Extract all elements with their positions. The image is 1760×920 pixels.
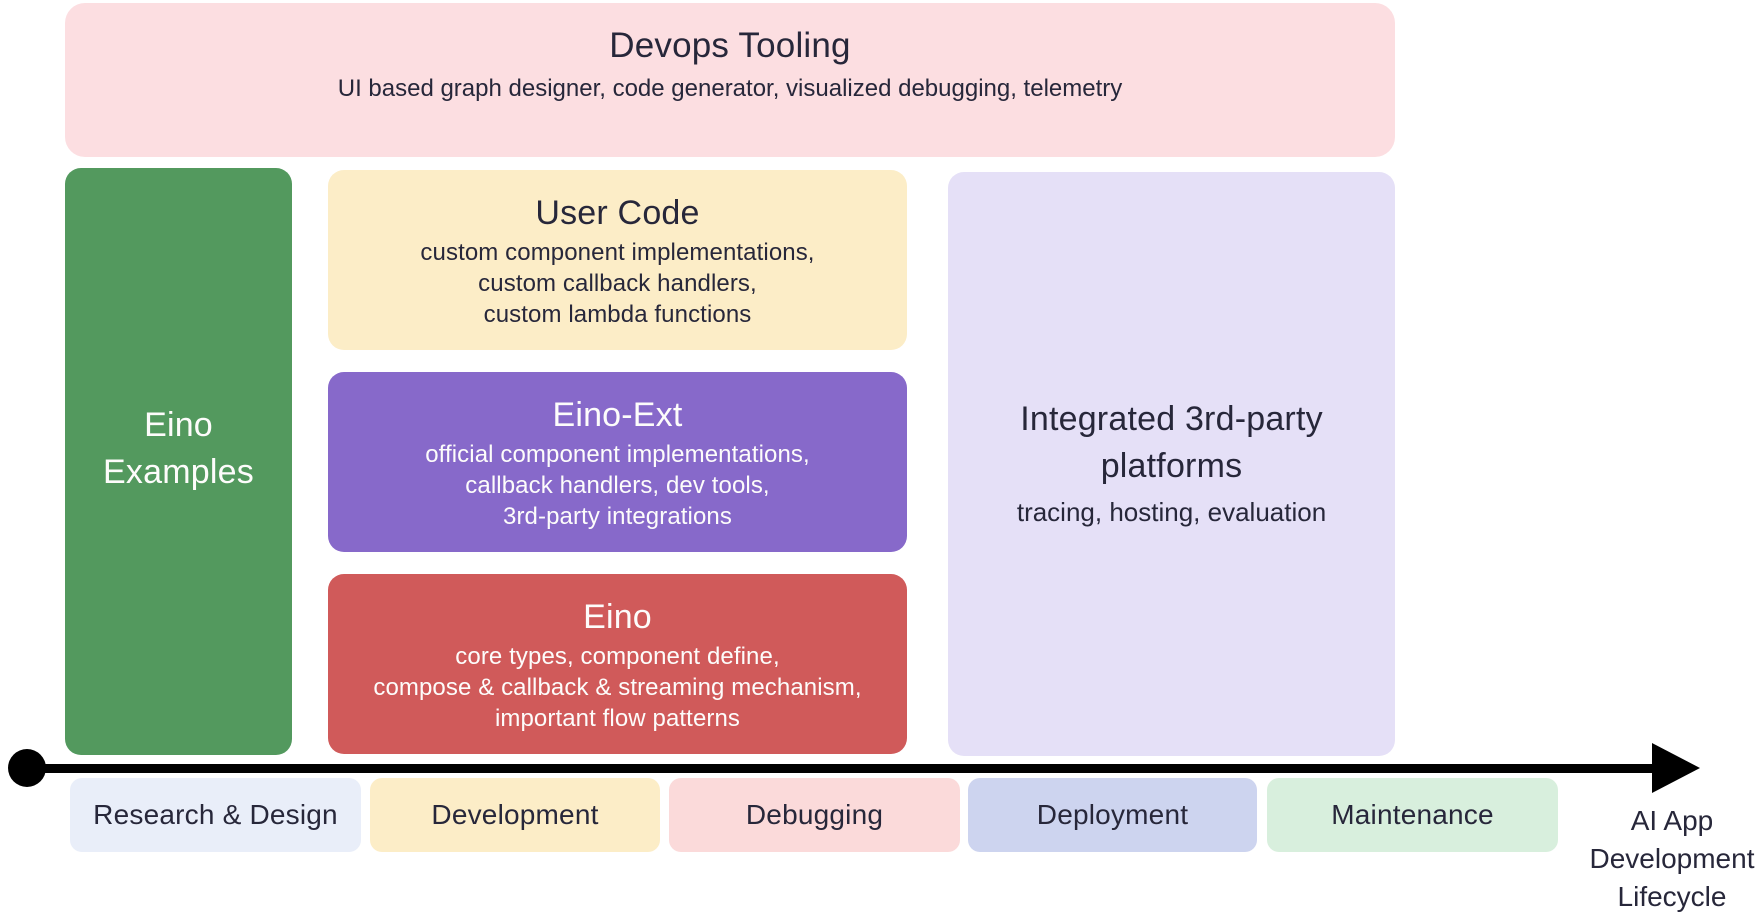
- devops-tooling-box: Devops Tooling UI based graph designer, …: [65, 3, 1395, 157]
- lifecycle-axis-caption-line: Lifecycle: [1617, 881, 1727, 912]
- devops-tooling-title: Devops Tooling: [609, 26, 851, 65]
- eino-ext-line: official component implementations,: [425, 440, 810, 468]
- lifecycle-axis-caption: AI App Development Lifecycle: [1582, 802, 1760, 916]
- lifecycle-axis-caption-line: AI App: [1630, 805, 1714, 836]
- integrated-platforms-title-line: platforms: [1100, 447, 1243, 485]
- stage-development: Development: [370, 778, 660, 852]
- user-code-box: User Code custom component implementatio…: [328, 170, 907, 350]
- eino-examples-box: Eino Examples: [65, 168, 292, 755]
- stage-label: Development: [431, 799, 599, 830]
- stage-label: Deployment: [1036, 799, 1189, 830]
- stage-deployment: Deployment: [968, 778, 1257, 852]
- stage-maintenance: Maintenance: [1267, 778, 1558, 852]
- eino-ext-line: callback handlers, dev tools,: [465, 471, 770, 499]
- eino-core-line: important flow patterns: [494, 704, 741, 732]
- axis-arrowhead-icon: [1652, 743, 1700, 793]
- eino-core-title: Eino: [583, 597, 652, 636]
- eino-core-box: Eino core types, component define, compo…: [328, 574, 907, 754]
- stage-label: Debugging: [745, 799, 884, 830]
- integrated-platforms-title-line: Integrated 3rd-party: [1020, 400, 1323, 438]
- eino-examples-title-line: Examples: [103, 452, 254, 491]
- user-code-line: custom lambda functions: [483, 300, 752, 328]
- eino-ext-line: 3rd-party integrations: [503, 502, 732, 530]
- eino-examples-title-line: Eino: [144, 405, 213, 444]
- stage-label: Research & Design: [93, 799, 338, 830]
- stage-research-design: Research & Design: [70, 778, 361, 852]
- devops-tooling-subtitle: UI based graph designer, code generator,…: [337, 75, 1123, 102]
- axis-line: [27, 764, 1654, 773]
- user-code-line: custom callback handlers,: [478, 269, 757, 297]
- stage-label: Maintenance: [1331, 799, 1494, 830]
- integrated-platforms-subtitle: tracing, hosting, evaluation: [1016, 497, 1327, 527]
- user-code-title: User Code: [535, 193, 700, 232]
- eino-ext-title: Eino-Ext: [552, 395, 683, 434]
- stage-debugging: Debugging: [669, 778, 960, 852]
- integrated-platforms-box: Integrated 3rd-party platforms tracing, …: [948, 172, 1395, 756]
- eino-ext-box: Eino-Ext official component implementati…: [328, 372, 907, 552]
- eino-core-line: compose & callback & streaming mechanism…: [373, 673, 862, 701]
- eino-core-line: core types, component define,: [455, 642, 780, 670]
- user-code-line: custom component implementations,: [420, 238, 815, 266]
- lifecycle-axis-caption-line: Development: [1589, 843, 1755, 874]
